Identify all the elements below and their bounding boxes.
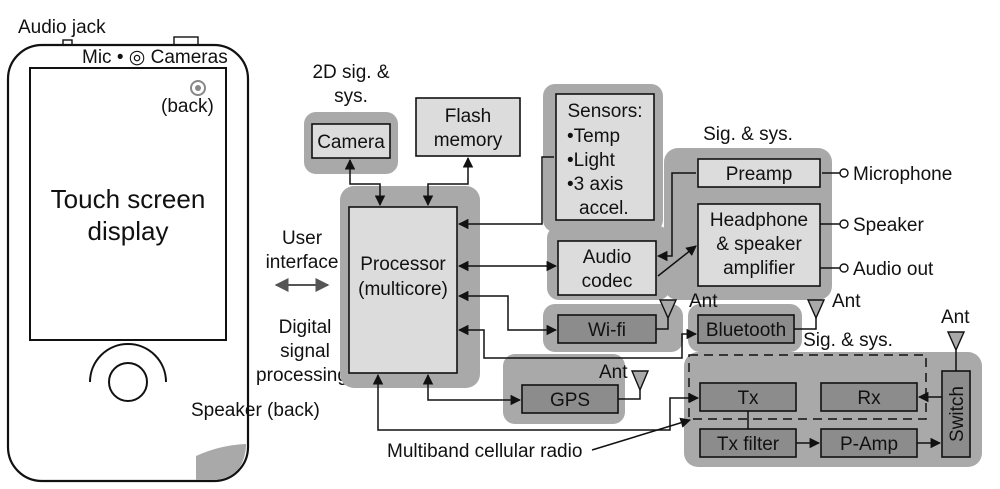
- headphone-label-1: Headphone: [710, 210, 808, 231]
- microphone-label: Microphone: [853, 164, 952, 185]
- back-camera-lens-icon: [195, 85, 201, 91]
- tx-label: Tx: [737, 388, 759, 409]
- screen-label-line2: display: [88, 216, 169, 246]
- flash-memory-box: [415, 97, 521, 157]
- tx-box: [699, 382, 797, 412]
- wifi-antenna-link: [656, 318, 669, 330]
- wires: [344, 156, 957, 451]
- wifi-antenna-icon: [658, 299, 678, 320]
- audio-codec-label-1: Audio: [583, 247, 632, 268]
- touch-screen: [29, 67, 227, 341]
- tx-filter-label: Tx filter: [717, 434, 780, 455]
- audio-codec-box: [557, 240, 657, 296]
- rx-label: Rx: [857, 388, 881, 409]
- gps-antenna-link: [618, 390, 641, 400]
- processor-bluetooth-link: [457, 324, 698, 359]
- speaker-back-shape: [196, 444, 246, 480]
- bluetooth-antenna-link: [794, 318, 817, 330]
- rx-box: [820, 382, 918, 412]
- cellular-antenna-icon: [946, 331, 966, 352]
- processor-cellular-link: [372, 373, 700, 431]
- bluetooth-antenna-icon: [806, 299, 826, 320]
- processor-label-2: (multicore): [358, 279, 448, 300]
- dsp-label-1: Digital: [279, 317, 332, 338]
- sigsys-top-label: Sig. & sys.: [703, 124, 793, 145]
- camera-processor-link: [344, 158, 386, 207]
- gps-label: GPS: [550, 390, 590, 411]
- cellular-ant-label: Ant: [941, 307, 970, 328]
- speaker-back-label: Speaker (back): [191, 400, 320, 421]
- sensor-item: •Light: [567, 150, 616, 171]
- wifi-label: Wi-fi: [588, 320, 626, 341]
- camera-label: Camera: [317, 132, 385, 153]
- processor-label-1: Processor: [360, 254, 446, 275]
- sig2d-label-1: 2D sig. &: [312, 62, 389, 83]
- back-camera-label: (back): [161, 96, 214, 117]
- audio-out-label: Audio out: [853, 259, 934, 280]
- home-button-arc: [89, 343, 167, 383]
- gps-ant-label: Ant: [599, 362, 628, 383]
- bluetooth-box: [697, 314, 795, 344]
- audio-out-terminal: [839, 263, 849, 273]
- multiband-leader: [591, 417, 692, 451]
- bluetooth-ant-label: Ant: [832, 291, 861, 312]
- sensor-item: •Temp: [567, 126, 620, 147]
- codec-amp-link: [657, 245, 697, 277]
- mic-cameras-label: Mic • ◎ Cameras: [82, 47, 228, 68]
- flash-label-1: Flash: [445, 106, 491, 127]
- p-amp-box: [820, 428, 918, 458]
- block-labels: 2D sig. & sys. Camera Flash memory Senso…: [312, 62, 968, 462]
- speaker-terminal: [839, 219, 849, 229]
- dsp-label-3: processing: [256, 365, 348, 386]
- preamp-codec-link: [656, 172, 696, 262]
- flash-processor-link: [422, 156, 474, 207]
- home-button-icon: [108, 362, 148, 402]
- phone-illustration: Audio jack Mic • ◎ Cameras (back) Touch …: [6, 17, 320, 483]
- sensors-box: [555, 93, 655, 221]
- preamp-label: Preamp: [726, 164, 793, 185]
- headphone-label-2: & speaker: [716, 234, 802, 255]
- sensors-title: Sensors:: [568, 101, 643, 122]
- switch-label: Switch: [947, 386, 968, 442]
- sig2d-label-2: sys.: [334, 86, 368, 107]
- gps-antenna-icon: [630, 370, 650, 392]
- p-amp-label: P-Amp: [840, 434, 898, 455]
- headphone-label-3: amplifier: [723, 258, 795, 279]
- user-interface-label-2: interface: [266, 252, 339, 273]
- user-interface-label-1: User: [282, 228, 323, 249]
- audio-jack-label: Audio jack: [18, 17, 106, 38]
- microphone-terminal: [839, 168, 849, 178]
- switch-box: [941, 370, 971, 458]
- camera-box: [311, 123, 391, 159]
- preamp-box: [697, 158, 821, 188]
- speaker-label: Speaker: [853, 215, 924, 236]
- processor-box: [348, 206, 458, 374]
- sensors-processor-link: [457, 156, 554, 230]
- wifi-ant-label: Ant: [689, 291, 718, 312]
- screen-label-line1: Touch screen: [51, 184, 206, 214]
- sigsys-bottom-label: Sig. & sys.: [803, 330, 893, 351]
- antennas: Ant Ant Ant Ant: [599, 291, 970, 392]
- multiband-label: Multiband cellular radio: [387, 441, 582, 462]
- sensor-item: •3 axis: [567, 174, 623, 195]
- dsp-label-2: signal: [280, 341, 330, 362]
- audio-codec-label-2: codec: [582, 271, 633, 292]
- bluetooth-label: Bluetooth: [706, 320, 786, 341]
- sensor-item: accel.: [579, 198, 629, 219]
- headphone-amp-box: [697, 203, 821, 287]
- flash-label-2: memory: [434, 130, 503, 151]
